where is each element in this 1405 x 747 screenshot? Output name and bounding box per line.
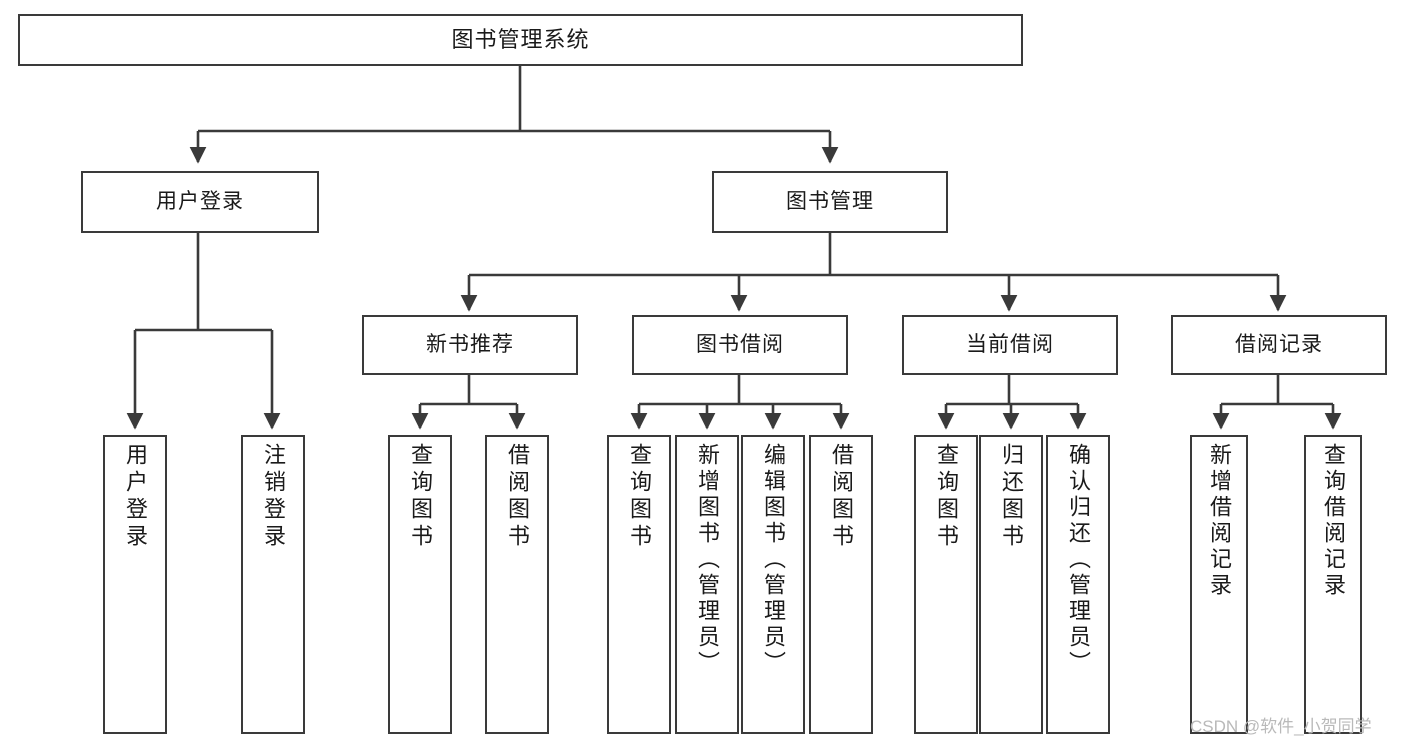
node-label: 图书管理系统	[451, 26, 590, 52]
node-leaf-query-book-2[interactable]: 查询图书	[607, 435, 671, 734]
node-current-borrow[interactable]: 当前借阅	[902, 315, 1118, 375]
node-leaf-borrow-book-1[interactable]: 借阅图书	[485, 435, 549, 734]
node-label: 借阅记录	[1235, 333, 1323, 357]
node-label: 用户登录	[123, 443, 148, 551]
node-leaf-user-login[interactable]: 用户登录	[103, 435, 167, 734]
node-label: 新增图书（管理员）	[695, 443, 720, 677]
node-label: 编辑图书（管理员）	[761, 443, 786, 677]
node-label: 查询借阅记录	[1321, 443, 1346, 599]
node-leaf-query-book-1[interactable]: 查询图书	[388, 435, 452, 734]
node-label: 新增借阅记录	[1207, 443, 1232, 599]
node-label: 图书管理	[786, 190, 874, 214]
node-book-management[interactable]: 图书管理	[712, 171, 948, 233]
watermark: CSDN @软件_小贺同学	[1190, 717, 1372, 736]
node-label: 新书推荐	[426, 333, 514, 357]
node-leaf-add-record[interactable]: 新增借阅记录	[1190, 435, 1248, 734]
node-book-borrow[interactable]: 图书借阅	[632, 315, 848, 375]
node-label: 用户登录	[156, 190, 244, 214]
node-label: 查询图书	[408, 443, 433, 551]
node-leaf-query-book-3[interactable]: 查询图书	[914, 435, 978, 734]
node-leaf-add-book[interactable]: 新增图书（管理员）	[675, 435, 739, 734]
node-leaf-query-record[interactable]: 查询借阅记录	[1304, 435, 1362, 734]
node-label: 查询图书	[934, 443, 959, 551]
node-leaf-borrow-book-2[interactable]: 借阅图书	[809, 435, 873, 734]
node-label: 确认归还（管理员）	[1066, 443, 1091, 677]
node-label: 归还图书	[999, 443, 1024, 551]
node-user-login[interactable]: 用户登录	[81, 171, 319, 233]
node-leaf-return-book[interactable]: 归还图书	[979, 435, 1043, 734]
node-label: 借阅图书	[505, 443, 530, 551]
node-leaf-logout-login[interactable]: 注销登录	[241, 435, 305, 734]
node-label: 当前借阅	[966, 333, 1054, 357]
node-leaf-confirm-return[interactable]: 确认归还（管理员）	[1046, 435, 1110, 734]
node-label: 借阅图书	[829, 443, 854, 551]
node-label: 查询图书	[627, 443, 652, 551]
node-label: 注销登录	[261, 443, 286, 551]
node-leaf-edit-book[interactable]: 编辑图书（管理员）	[741, 435, 805, 734]
node-new-book-recommend[interactable]: 新书推荐	[362, 315, 578, 375]
node-borrow-record[interactable]: 借阅记录	[1171, 315, 1387, 375]
node-root-book-management-system[interactable]: 图书管理系统	[18, 14, 1023, 66]
node-label: 图书借阅	[696, 333, 784, 357]
